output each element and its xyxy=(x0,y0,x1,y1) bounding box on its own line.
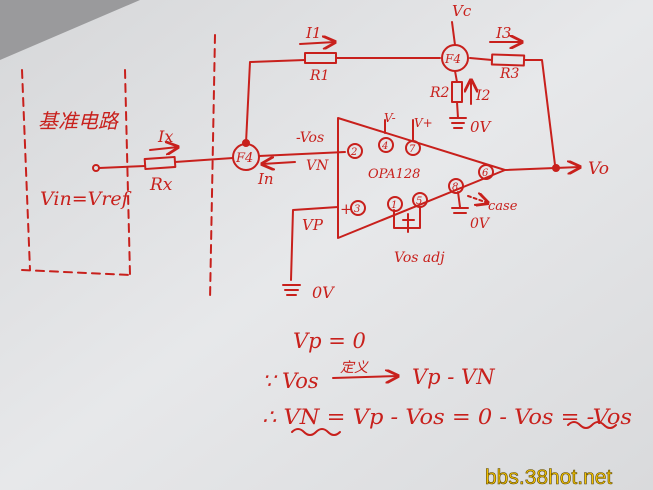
vn-label: VN xyxy=(306,158,329,174)
f4-left-label: F4 xyxy=(235,151,253,166)
pin1-label: 1 xyxy=(391,200,397,211)
input-wire xyxy=(98,157,234,169)
pin2-label: 2 xyxy=(350,147,357,158)
r1-label: R1 xyxy=(309,68,329,84)
equation-line2-over: 定义 xyxy=(340,360,369,376)
resistor-r3 xyxy=(490,53,526,67)
i1-arrow xyxy=(299,42,335,44)
pin5-label: 5 xyxy=(416,196,422,207)
vc-wire xyxy=(451,21,456,46)
minus-sign: - xyxy=(340,142,345,160)
opamp-body xyxy=(337,117,506,239)
opamp-name-label: OPA128 xyxy=(368,167,420,182)
wire-vp xyxy=(290,206,339,281)
output-wire xyxy=(504,167,580,170)
zero-v-bottom-label: 0V xyxy=(312,283,335,302)
neg-vos-label: -Vos xyxy=(296,130,324,146)
rx-label: Rx xyxy=(149,175,173,195)
vp-label: VP xyxy=(302,216,324,234)
zero-v-top-label: 0V xyxy=(470,118,493,136)
i2-label: I2 xyxy=(475,88,491,104)
in-label: In xyxy=(257,170,274,188)
pin7-circle xyxy=(405,140,421,156)
output-junction xyxy=(552,164,560,172)
pin4-label: 4 xyxy=(381,141,388,152)
zero-v-case-label: 0V xyxy=(470,216,491,232)
v-plus-label: V+ xyxy=(414,116,433,130)
dashed-boundary-right xyxy=(209,34,216,301)
plus-sign: + xyxy=(340,200,353,218)
ref-circuit-label: 基准电路 xyxy=(38,109,120,133)
vc-label: Vc xyxy=(452,2,472,20)
vos-adj-label: Vos adj xyxy=(394,250,445,266)
ix-arrow xyxy=(149,147,178,150)
squiggle-vn xyxy=(291,428,341,436)
ix-label: Ix xyxy=(157,127,173,146)
pin6-label: 6 xyxy=(482,168,489,179)
i1-label: I1 xyxy=(305,24,321,42)
pin4-circle xyxy=(378,137,394,153)
ground-top xyxy=(449,117,467,129)
pin3-circle xyxy=(350,200,366,216)
vo-label: Vo xyxy=(588,159,609,179)
in-arrow xyxy=(262,162,296,164)
r2-wire xyxy=(454,70,459,119)
dashed-boundary-left xyxy=(21,69,131,276)
resistor-rx xyxy=(143,155,177,171)
v-minus-label: V- xyxy=(384,111,396,125)
pin1-circle xyxy=(387,196,403,212)
equation-line2-lhs: ∵ Vos xyxy=(262,369,319,393)
case-wire xyxy=(451,191,469,214)
r2-label: R2 xyxy=(429,85,450,101)
i3-label: I3 xyxy=(495,24,511,42)
vos-adj-pot xyxy=(393,207,421,233)
vin-label: Vin=Vref xyxy=(40,188,132,210)
pin8-label: 8 xyxy=(452,182,458,193)
f4-top-label: F4 xyxy=(444,52,461,66)
equation-line1: Vp = 0 xyxy=(293,329,366,353)
pin8-circle xyxy=(448,178,464,194)
r3-label: R3 xyxy=(499,66,520,82)
ground-bottom xyxy=(282,284,301,296)
squiggle-vos xyxy=(567,421,617,429)
resistor-r2 xyxy=(451,81,463,103)
feedback-wire xyxy=(245,57,556,166)
equation-line2-rhs: Vp - VN xyxy=(412,365,495,389)
case-arrow xyxy=(467,196,488,203)
wire-f4-to-inverting xyxy=(258,151,346,157)
pin3-label: 3 xyxy=(354,204,360,215)
resistor-r1 xyxy=(304,52,337,64)
pin2-circle xyxy=(347,143,363,159)
pin5-circle xyxy=(412,192,428,208)
define-arrow xyxy=(332,376,398,378)
pin6-circle xyxy=(478,164,494,180)
pin7-label: 7 xyxy=(409,144,416,155)
watermark: bbs.38hot.net xyxy=(485,466,612,489)
case-label: case xyxy=(488,199,518,214)
equation-line3: ∴ VN = Vp - Vos = 0 - Vos = -Vos xyxy=(262,405,632,429)
